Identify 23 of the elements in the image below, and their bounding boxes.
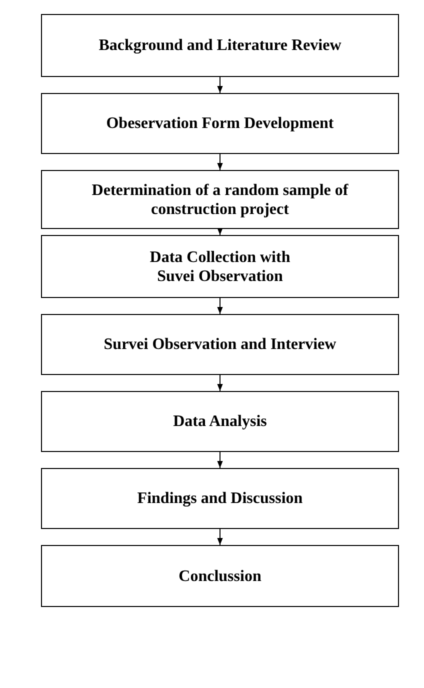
step-label: Findings and Discussion (137, 489, 303, 508)
process-box (41, 14, 399, 77)
step-label: Conclussion (178, 566, 262, 586)
process-box (41, 93, 399, 154)
step-label: Determination of a random sample of construction project (90, 180, 350, 218)
step-label: Background and Literature Review (98, 36, 342, 55)
arrow (217, 298, 223, 314)
step-label: Data Analysis (173, 412, 267, 431)
process-box (41, 391, 399, 452)
arrow (217, 228, 223, 236)
process-box (41, 235, 399, 298)
arrow (217, 452, 223, 468)
arrow (217, 154, 223, 170)
step-label: Obeservation Form Development (106, 114, 334, 133)
arrow (217, 76, 223, 94)
process-box (41, 314, 399, 375)
process-box (41, 545, 399, 607)
step-label: Data Collection with Suvei Observation (148, 248, 292, 286)
step-label: Survei Observation and Interview (104, 335, 336, 354)
process-box (41, 468, 399, 529)
arrow (217, 374, 223, 392)
arrow (217, 528, 223, 546)
process-box (41, 170, 399, 229)
